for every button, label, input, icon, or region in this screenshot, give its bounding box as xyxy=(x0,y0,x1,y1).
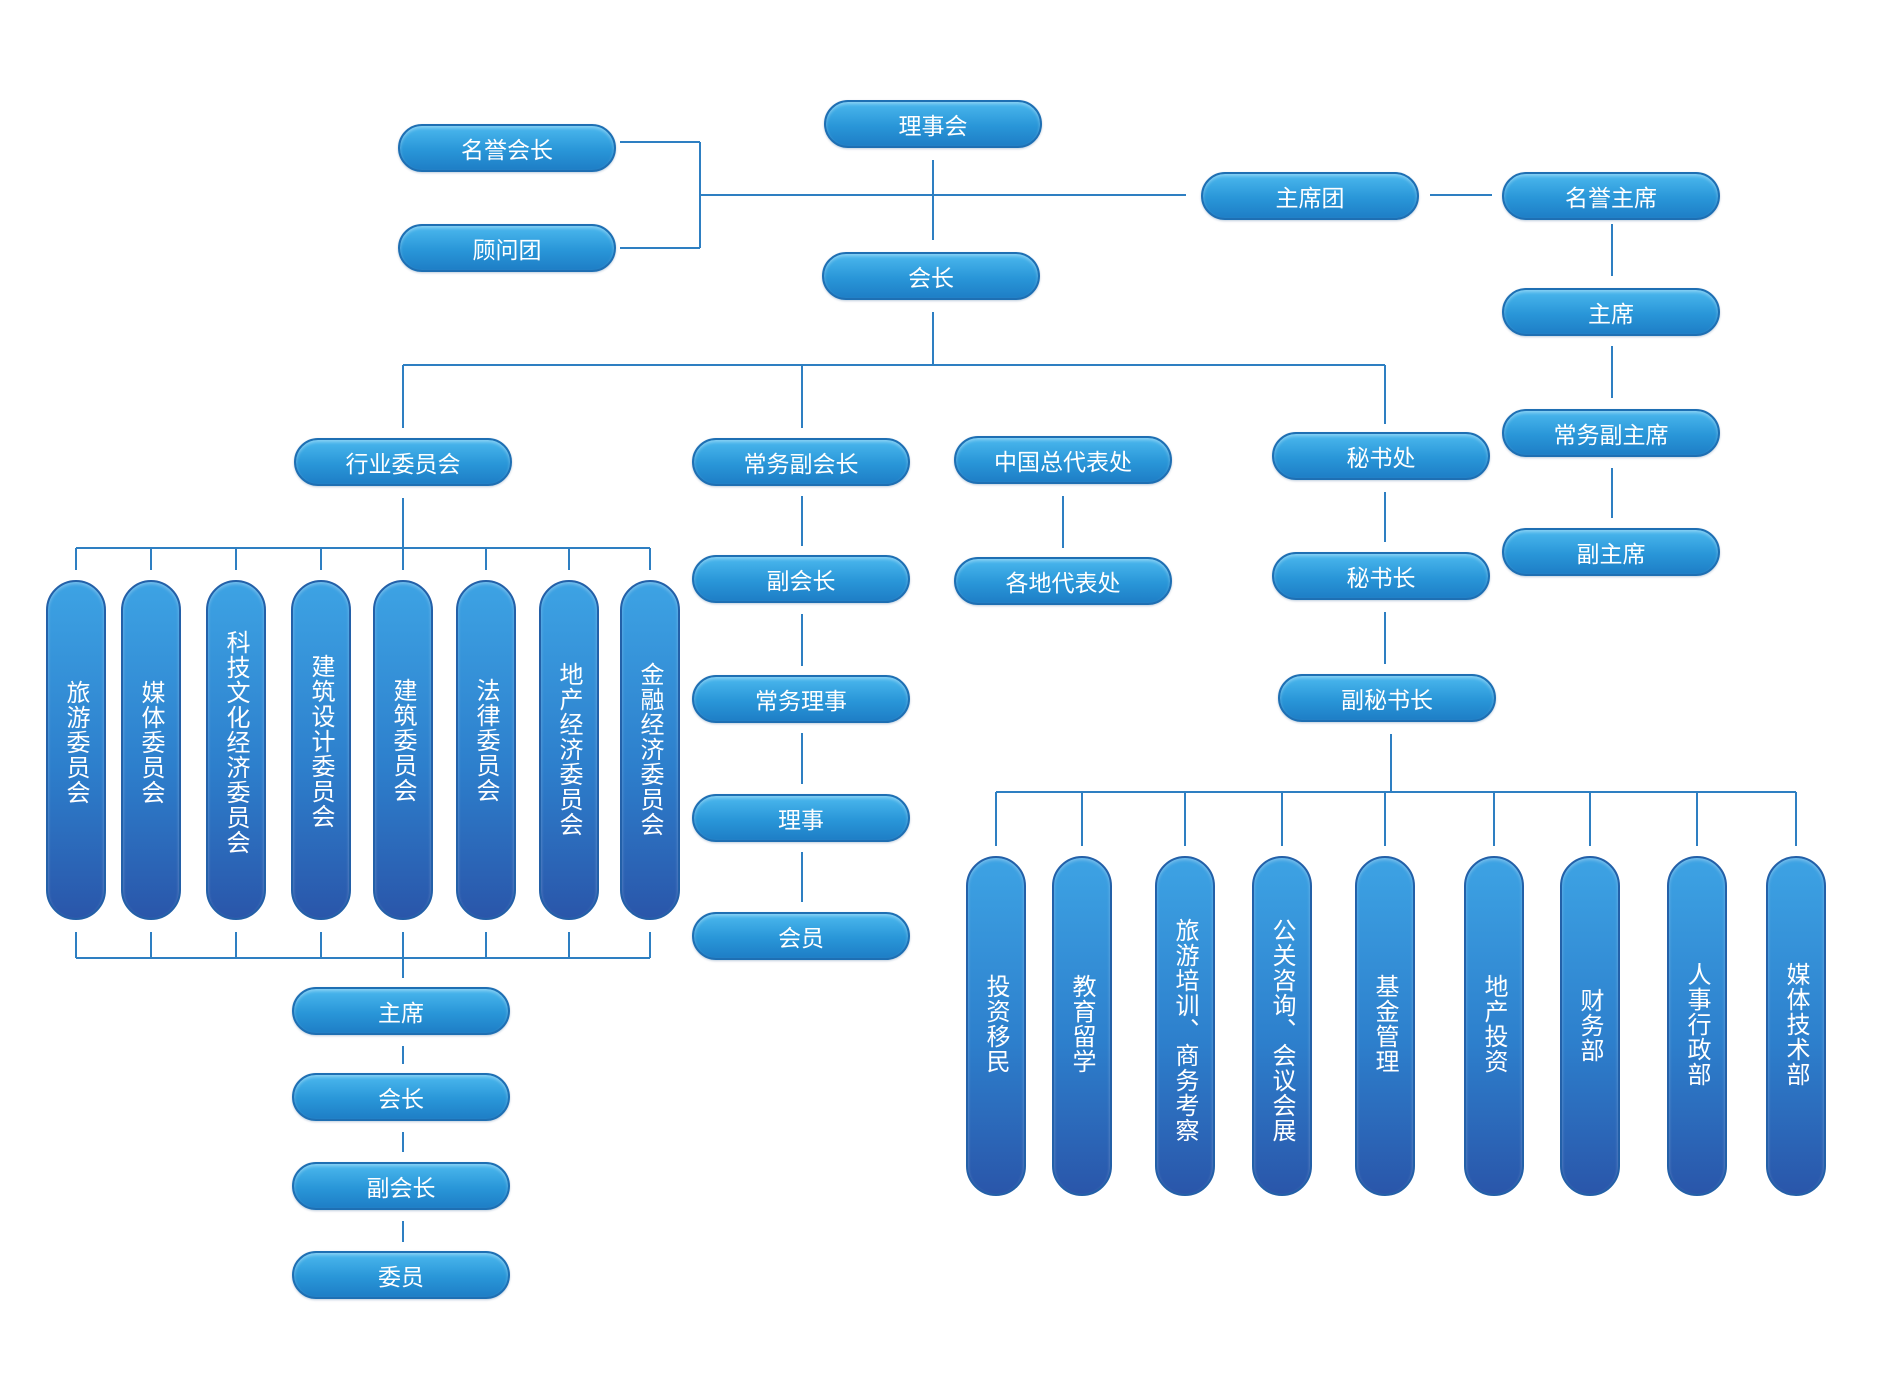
department-column: 基金管理 xyxy=(1355,856,1415,1196)
node-committee-president: 会长 xyxy=(292,1073,510,1121)
department-column: 教育留学 xyxy=(1052,856,1112,1196)
committee-label: 法律委员会 xyxy=(472,678,500,803)
department-column: 公关咨询、会议会展 xyxy=(1252,856,1312,1196)
node-secretary-general: 秘书长 xyxy=(1272,552,1490,600)
node-presidium-label: 主席团 xyxy=(1275,186,1345,212)
committee-column: 地产经济委员会 xyxy=(539,580,599,920)
committee-label: 旅游委员会 xyxy=(62,680,90,805)
department-label: 投资移民 xyxy=(982,974,1010,1074)
node-committee-member-label: 委员 xyxy=(378,1265,424,1291)
node-honorary-president: 名誉会长 xyxy=(398,124,616,172)
committee-label: 金融经济委员会 xyxy=(636,662,664,837)
committee-column: 科技文化经济委员会 xyxy=(206,580,266,920)
node-director: 理事 xyxy=(692,794,910,842)
node-chairman-label: 主席 xyxy=(1588,302,1634,328)
node-china-office-label: 中国总代表处 xyxy=(994,450,1132,476)
node-committee-president-label: 会长 xyxy=(378,1087,424,1113)
node-chairman: 主席 xyxy=(1502,288,1720,336)
department-label: 人事行政部 xyxy=(1683,962,1711,1087)
committee-label: 地产经济委员会 xyxy=(555,662,583,837)
node-committee-vice-president-label: 副会长 xyxy=(366,1176,436,1202)
node-deputy-secretary-general: 副秘书长 xyxy=(1278,674,1496,722)
node-member-label: 会员 xyxy=(778,926,824,952)
committee-label: 媒体委员会 xyxy=(137,680,165,805)
node-exec-vice-chairman: 常务副主席 xyxy=(1502,409,1720,457)
committee-label: 建筑设计委员会 xyxy=(307,654,335,829)
department-column: 财务部 xyxy=(1560,856,1620,1196)
node-exec-director: 常务理事 xyxy=(692,675,910,723)
node-local-offices-label: 各地代表处 xyxy=(1005,571,1121,597)
node-exec-director-label: 常务理事 xyxy=(755,689,847,715)
node-industry-committee: 行业委员会 xyxy=(294,438,512,486)
department-label: 旅游培训、商务考察 xyxy=(1171,918,1199,1143)
department-label: 地产投资 xyxy=(1480,974,1508,1074)
committee-column: 金融经济委员会 xyxy=(620,580,680,920)
department-label: 媒体技术部 xyxy=(1782,962,1810,1087)
node-member: 会员 xyxy=(692,912,910,960)
node-secretary-general-label: 秘书长 xyxy=(1346,566,1416,592)
node-honorary-chairman-label: 名誉主席 xyxy=(1565,186,1657,212)
department-label: 教育留学 xyxy=(1068,974,1096,1074)
node-committee-member: 委员 xyxy=(292,1251,510,1299)
node-presidium: 主席团 xyxy=(1201,172,1419,220)
department-column: 人事行政部 xyxy=(1667,856,1727,1196)
node-exec-vice-chairman-label: 常务副主席 xyxy=(1553,423,1669,449)
committee-label: 科技文化经济委员会 xyxy=(222,630,250,855)
node-vice-chairman: 副主席 xyxy=(1502,528,1720,576)
department-label: 基金管理 xyxy=(1371,974,1399,1074)
node-vice-chairman-label: 副主席 xyxy=(1576,542,1646,568)
node-industry-committee-label: 行业委员会 xyxy=(345,452,461,478)
committee-label: 建筑委员会 xyxy=(389,678,417,803)
committee-column: 法律委员会 xyxy=(456,580,516,920)
department-column: 投资移民 xyxy=(966,856,1026,1196)
node-committee-chairman: 主席 xyxy=(292,987,510,1035)
department-label: 财务部 xyxy=(1576,988,1604,1063)
node-exec-vice-president-label: 常务副会长 xyxy=(743,452,859,478)
committee-column: 建筑委员会 xyxy=(373,580,433,920)
node-advisory-group: 顾问团 xyxy=(398,224,616,272)
node-president: 会长 xyxy=(822,252,1040,300)
department-column: 旅游培训、商务考察 xyxy=(1155,856,1215,1196)
node-council: 理事会 xyxy=(824,100,1042,148)
department-label: 公关咨询、会议会展 xyxy=(1268,918,1296,1143)
node-honorary-chairman: 名誉主席 xyxy=(1502,172,1720,220)
node-vice-president: 副会长 xyxy=(692,555,910,603)
node-committee-chairman-label: 主席 xyxy=(378,1001,424,1027)
node-local-offices: 各地代表处 xyxy=(954,557,1172,605)
node-honorary-president-label: 名誉会长 xyxy=(461,138,553,164)
department-column: 地产投资 xyxy=(1464,856,1524,1196)
committee-column: 建筑设计委员会 xyxy=(291,580,351,920)
node-secretariat-label: 秘书处 xyxy=(1346,446,1416,472)
node-advisory-group-label: 顾问团 xyxy=(472,238,542,264)
node-council-label: 理事会 xyxy=(898,114,968,140)
committee-column: 旅游委员会 xyxy=(46,580,106,920)
node-director-label: 理事 xyxy=(778,808,824,834)
node-president-label: 会长 xyxy=(908,266,954,292)
node-exec-vice-president: 常务副会长 xyxy=(692,438,910,486)
node-secretariat: 秘书处 xyxy=(1272,432,1490,480)
node-vice-president-label: 副会长 xyxy=(766,569,836,595)
department-column: 媒体技术部 xyxy=(1766,856,1826,1196)
node-committee-vice-president: 副会长 xyxy=(292,1162,510,1210)
committee-column: 媒体委员会 xyxy=(121,580,181,920)
node-deputy-secretary-general-label: 副秘书长 xyxy=(1341,688,1433,714)
node-china-office: 中国总代表处 xyxy=(954,436,1172,484)
